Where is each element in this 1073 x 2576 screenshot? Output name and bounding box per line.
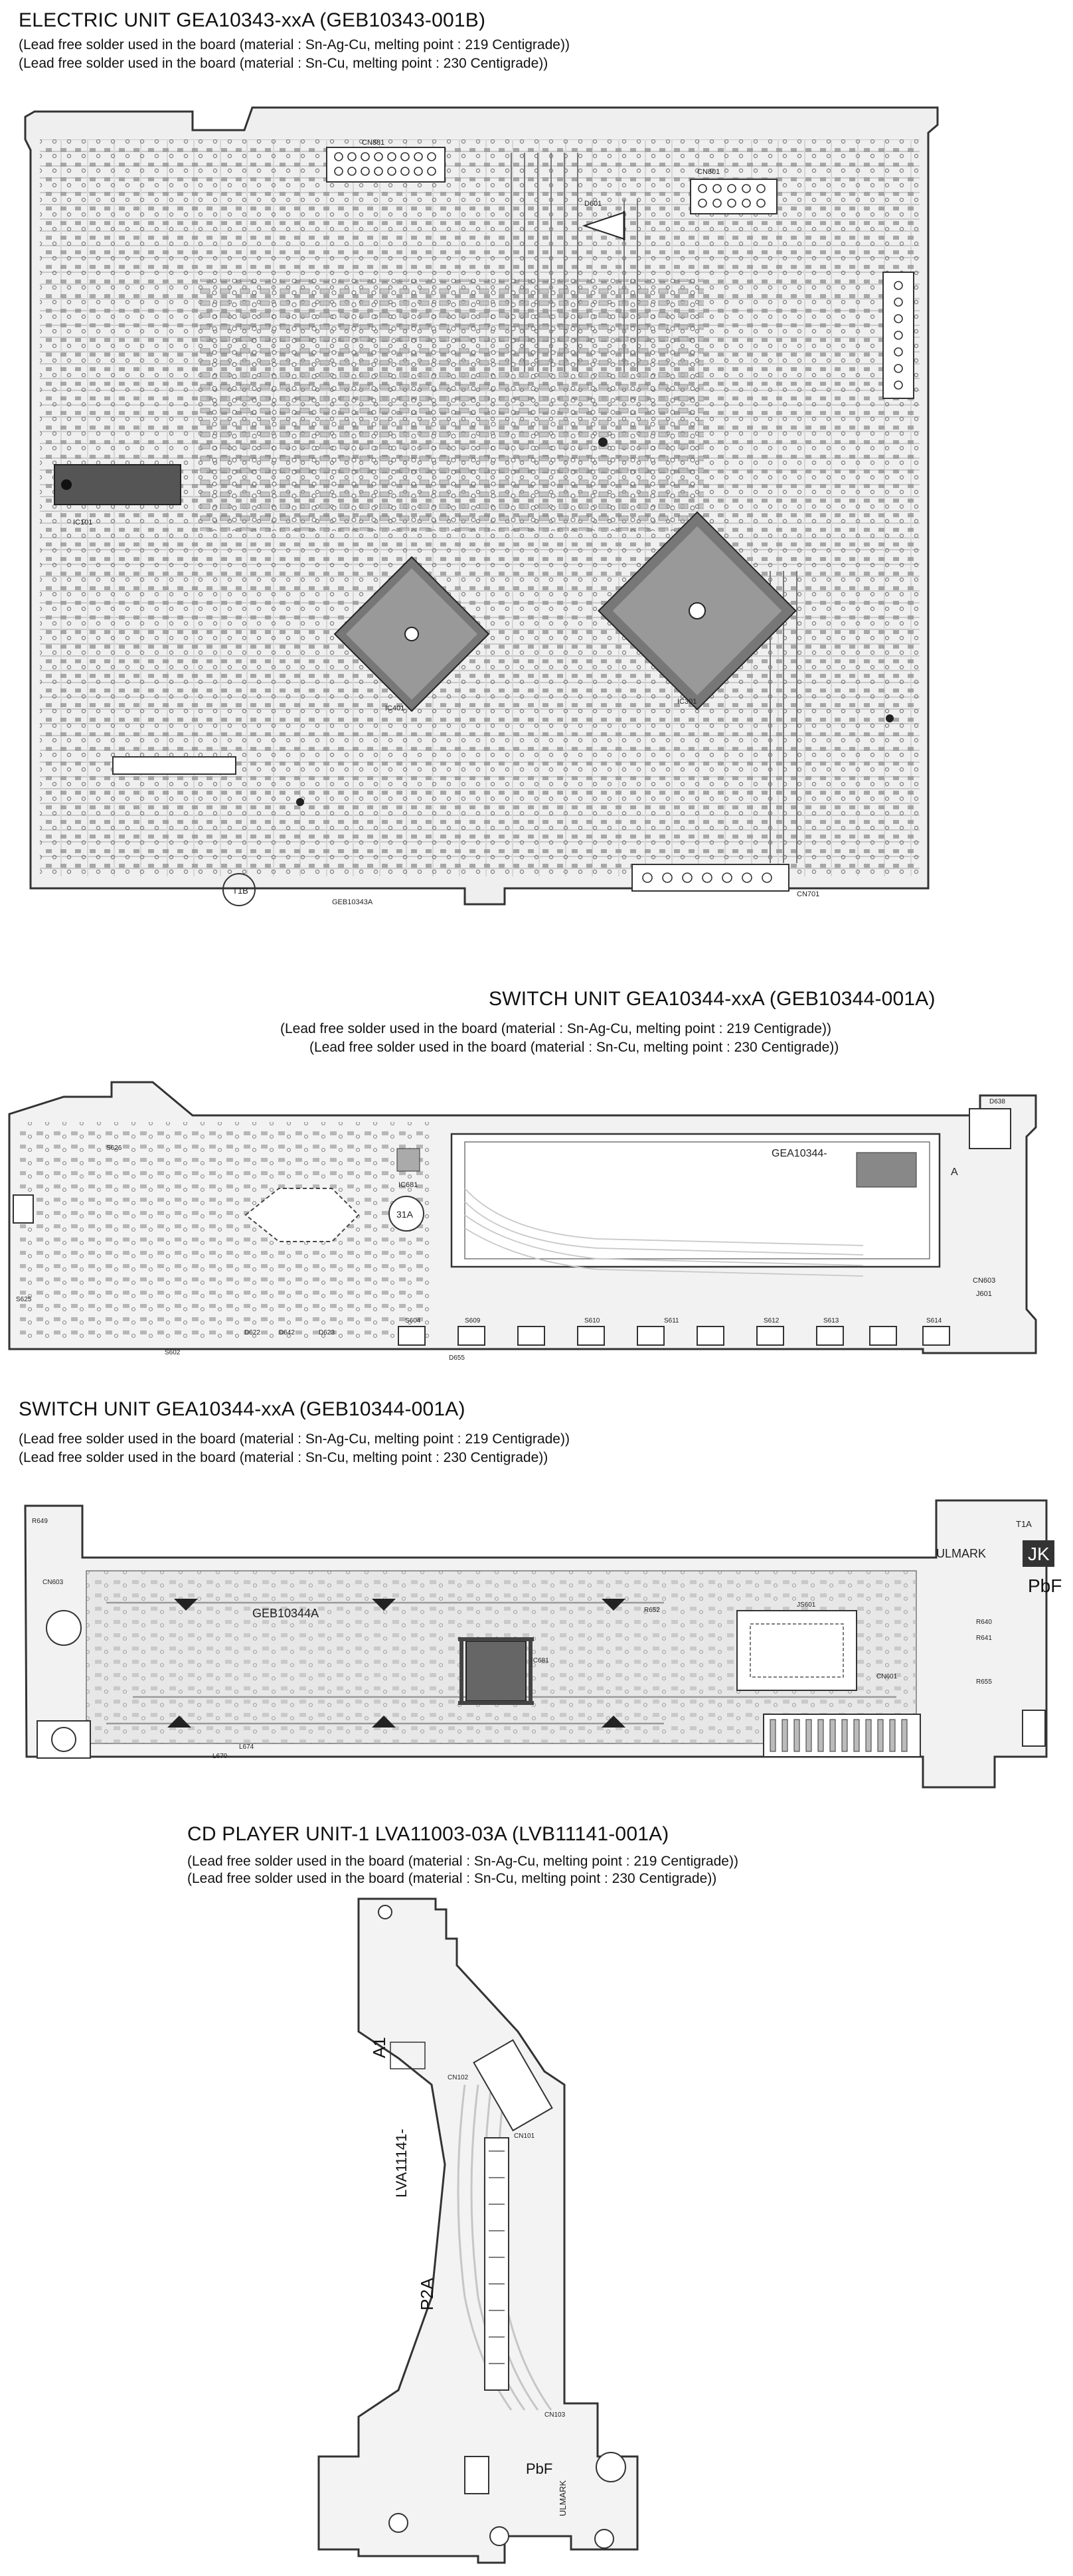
electric-label-ic401: IC401 [385,704,404,712]
switch-top-label-s604: S604 [405,1317,421,1325]
cd-label-pbf: PbF [526,2460,552,2477]
switch-unit-top-note-2: (Lead free solder used in the board (mat… [309,1040,839,1055]
switch-top-label-s625: S625 [16,1296,32,1303]
cd-label-lva: LVA11141- [393,2129,410,2198]
cd-label-a1: A1 [369,2037,389,2058]
switch-bottom-label-t1a: T1A [1016,1519,1032,1529]
switch-top-label-cn603: CN603 [973,1277,995,1285]
switch-bottom-label-js601: JS601 [797,1601,816,1609]
switch-bottom-label-pbf: PbF [1028,1575,1062,1596]
cd-label-cn103: CN103 [544,2411,566,2419]
switch-top-label-s626: S626 [106,1145,122,1152]
electric-label-cn801: CN801 [697,168,720,176]
switch-top-label-31a: 31A [396,1209,414,1220]
switch-unit-top-note-1: (Lead free solder used in the board (mat… [280,1021,831,1036]
switch-top-label-d655: D655 [449,1354,465,1362]
switch-top-label-s613: S613 [823,1317,839,1325]
switch-top-label-ic681: IC681 [398,1181,418,1189]
switch-top-label-s602: S602 [165,1349,181,1356]
switch-bottom-label-r649: R649 [32,1518,48,1525]
switch-top-label-gea: GEA10344- [772,1148,827,1159]
cd-label-ulmark: ULMARK [558,2480,568,2516]
cd-player-unit-note-1: (Lead free solder used in the board (mat… [187,1854,738,1869]
switch-top-label-d642: D642 [279,1329,295,1336]
electric-unit-note-2: (Lead free solder used in the board (mat… [19,56,548,71]
switch-bottom-label-r652: R652 [644,1607,660,1614]
cd-label-cn102: CN102 [448,2074,469,2081]
cd-player-unit-board: A1 LVA11141- P2A PbF ULMARK CN102 CN101 … [317,1897,639,2564]
switch-top-label-s610: S610 [584,1317,600,1325]
electric-label-geb: GEB10343A [332,898,373,906]
cd-label-cn101: CN101 [514,2133,535,2140]
switch-bottom-label-r655: R655 [976,1678,992,1686]
switch-bottom-label-l674: L674 [239,1743,254,1751]
switch-unit-bottom-note-2: (Lead free solder used in the board (mat… [19,1450,548,1465]
switch-top-label-d622: D622 [244,1329,260,1336]
switch-unit-bottom-title: SWITCH UNIT GEA10344-xxA (GEB10344-001A) [19,1398,465,1420]
electric-label-d601: D601 [584,200,602,208]
switch-bottom-label-geb: GEB10344A [252,1607,319,1620]
electric-label-ic101: IC101 [73,519,92,526]
cd-player-unit-note-2: (Lead free solder used in the board (mat… [187,1871,717,1886]
switch-unit-bottom-board: JK PbF ULMARK T1A GEB10344A CN603 IC681 … [24,1499,1062,1789]
switch-bottom-label-l670: L670 [212,1753,228,1760]
switch-unit-bottom-note-1: (Lead free solder used in the board (mat… [19,1431,570,1447]
switch-bottom-label-cn603: CN603 [42,1579,64,1586]
switch-top-label-d623: D623 [319,1329,335,1336]
electric-label-cn881: CN881 [362,139,384,147]
switch-top-label-a: A [951,1167,958,1178]
switch-bottom-label-cn601: CN601 [876,1673,898,1680]
electric-unit-note-1: (Lead free solder used in the board (mat… [19,37,570,52]
switch-top-label-d638: D638 [989,1098,1005,1105]
switch-bottom-label-ic681: IC681 [531,1657,549,1664]
electric-unit-title: ELECTRIC UNIT GEA10343-xxA (GEB10343-001… [19,9,486,31]
electric-label-t1b: T1B [232,886,248,896]
switch-top-label-s612: S612 [764,1317,780,1325]
switch-top-label-s614: S614 [926,1317,942,1325]
cd-label-p2a: P2A [417,2277,437,2310]
switch-top-label-j601: J601 [976,1290,992,1298]
electric-label-ic301: IC301 [677,698,697,706]
electric-unit-board: T1B GEB10343A CN701 CN881 IC101 IC401 IC… [24,106,939,906]
switch-top-label-s611: S611 [664,1317,679,1325]
switch-bottom-label-jk: JK [1028,1544,1050,1564]
cd-player-unit-title: CD PLAYER UNIT-1 LVA11003-03A (LVB11141-… [187,1823,669,1845]
electric-label-cn701: CN701 [797,890,819,898]
switch-bottom-label-ulmark: ULMARK [936,1547,986,1560]
switch-top-label-s609: S609 [465,1317,481,1325]
switch-bottom-label-r640: R640 [976,1619,992,1626]
switch-bottom-label-r641: R641 [976,1635,992,1642]
switch-unit-top-board: GEA10344- A 31A CN603 J601 IC681 S604 S6… [8,1081,1037,1362]
switch-unit-top-title: SWITCH UNIT GEA10344-xxA (GEB10344-001A) [489,988,936,1010]
